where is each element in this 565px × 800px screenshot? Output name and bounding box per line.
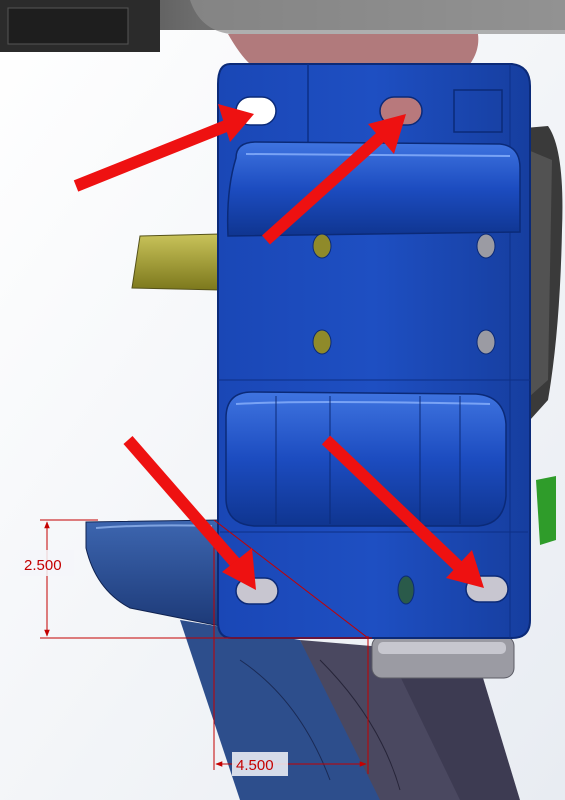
callout-arrow-bottom-left (123, 436, 256, 590)
gray-cylinder-part (371, 635, 515, 679)
callout-arrow-top-center (261, 114, 406, 245)
dim-construction-diagonal (213, 519, 369, 639)
callout-arrow-top-left (73, 104, 254, 192)
dim-horizontal-value: 4.500 (236, 757, 274, 774)
right-frame-part (525, 126, 563, 420)
hole-lower-center[interactable] (397, 575, 415, 605)
callout-arrows (73, 104, 484, 590)
rear-bracket-part (228, 34, 479, 64)
top-frame-part[interactable] (0, 0, 565, 52)
callout-arrow-bottom-right (321, 435, 484, 588)
yellow-tab-part (131, 233, 221, 291)
hole-middle-right[interactable] (476, 329, 496, 355)
dim-vertical-value: 2.500 (24, 557, 62, 574)
hole-middle-left[interactable] (312, 329, 332, 355)
hole-upper-right[interactable] (476, 233, 496, 259)
hole-upper-left[interactable] (312, 233, 332, 259)
green-part (536, 476, 556, 545)
dimension-annotations: 2.500 4.500 (20, 519, 372, 776)
